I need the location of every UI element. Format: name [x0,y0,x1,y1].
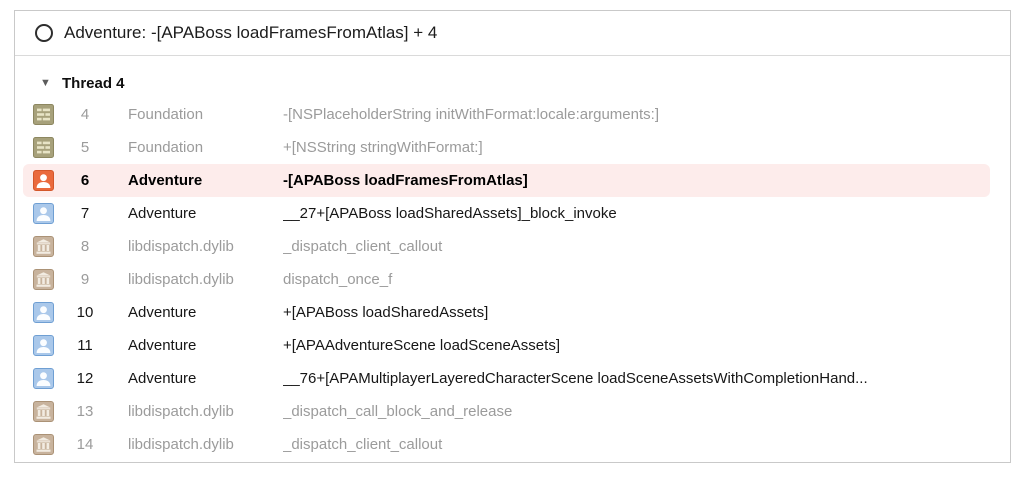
frame-library: Foundation [128,139,204,156]
user-code-icon [33,170,54,191]
frame-function: _dispatch_call_block_and_release [283,403,513,420]
frame-library: libdispatch.dylib [128,436,234,453]
stack-frame-row[interactable]: 5 Foundation +[NSString stringWithFormat… [23,131,990,164]
frame-function: __27+[APABoss loadSharedAssets]_block_in… [283,205,617,222]
frame-function: -[APABoss loadFramesFromAtlas] [283,172,528,189]
frame-library: Adventure [128,304,197,321]
stack-frame-row[interactable]: 9 libdispatch.dylib dispatch_once_f [23,263,990,296]
stack-trace-list: ▼ Thread 4 4 Foundation -[NSPlaceholderS… [15,56,1010,461]
user-code-icon [33,302,54,323]
stack-frame-row[interactable]: 10 Adventure +[APABoss loadSharedAssets] [23,296,990,329]
frame-function: _dispatch_client_callout [283,436,443,453]
frame-library: Adventure [128,370,197,387]
debug-navigator-panel: Adventure: -[APABoss loadFramesFromAtlas… [14,10,1011,463]
frame-function: -[NSPlaceholderString initWithFormat:loc… [283,106,659,123]
user-code-icon [33,335,54,356]
frame-number: 7 [80,205,90,222]
frame-library: Adventure [128,337,197,354]
frame-library: libdispatch.dylib [128,403,234,420]
breakpoint-circle-icon [35,24,53,42]
system-library-icon [33,269,54,290]
frame-library: Adventure [128,172,203,189]
stack-frame-row[interactable]: 8 libdispatch.dylib _dispatch_client_cal… [23,230,990,263]
stack-frame-row[interactable]: 4 Foundation -[NSPlaceholderString initW… [23,98,990,131]
thread-header-row[interactable]: ▼ Thread 4 [15,68,1010,98]
stack-frame-row-selected[interactable]: 6 Adventure -[APABoss loadFramesFromAtla… [23,164,990,197]
frame-number: 5 [80,139,90,156]
disclosure-triangle-icon[interactable]: ▼ [40,77,51,89]
frame-number: 12 [76,370,94,387]
frame-library: Adventure [128,205,197,222]
stack-frame-row[interactable]: 14 libdispatch.dylib _dispatch_client_ca… [23,428,990,461]
user-code-icon [33,203,54,224]
frame-function: dispatch_once_f [283,271,393,288]
user-code-icon [33,368,54,389]
jump-bar-header[interactable]: Adventure: -[APABoss loadFramesFromAtlas… [15,11,1010,56]
system-library-icon [33,401,54,422]
stack-frame-row[interactable]: 13 libdispatch.dylib _dispatch_call_bloc… [23,395,990,428]
foundation-framework-icon [33,137,54,158]
frame-library: libdispatch.dylib [128,238,234,255]
frame-number: 10 [76,304,94,321]
frame-function: +[APABoss loadSharedAssets] [283,304,489,321]
frame-function: +[APAAdventureScene loadSceneAssets] [283,337,560,354]
frame-function: _dispatch_client_callout [283,238,443,255]
frame-library: Foundation [128,106,204,123]
stack-frame-row[interactable]: 11 Adventure +[APAAdventureScene loadSce… [23,329,990,362]
frame-function: __76+[APAMultiplayerLayeredCharacterScen… [283,370,868,387]
thread-label: Thread 4 [62,74,125,92]
frame-number: 11 [77,337,93,354]
system-library-icon [33,236,54,257]
frame-number: 13 [76,403,94,420]
system-library-icon [33,434,54,455]
stack-frame-row[interactable]: 7 Adventure __27+[APABoss loadSharedAsse… [23,197,990,230]
frame-library: libdispatch.dylib [128,271,234,288]
stack-frame-row[interactable]: 12 Adventure __76+[APAMultiplayerLayered… [23,362,990,395]
frame-number: 14 [76,436,94,453]
foundation-framework-icon [33,104,54,125]
frame-number: 4 [80,106,90,123]
frame-number: 8 [80,238,90,255]
frame-number: 6 [80,172,90,189]
header-title: Adventure: -[APABoss loadFramesFromAtlas… [64,23,438,42]
frame-function: +[NSString stringWithFormat:] [283,139,483,156]
frame-number: 9 [80,271,90,288]
